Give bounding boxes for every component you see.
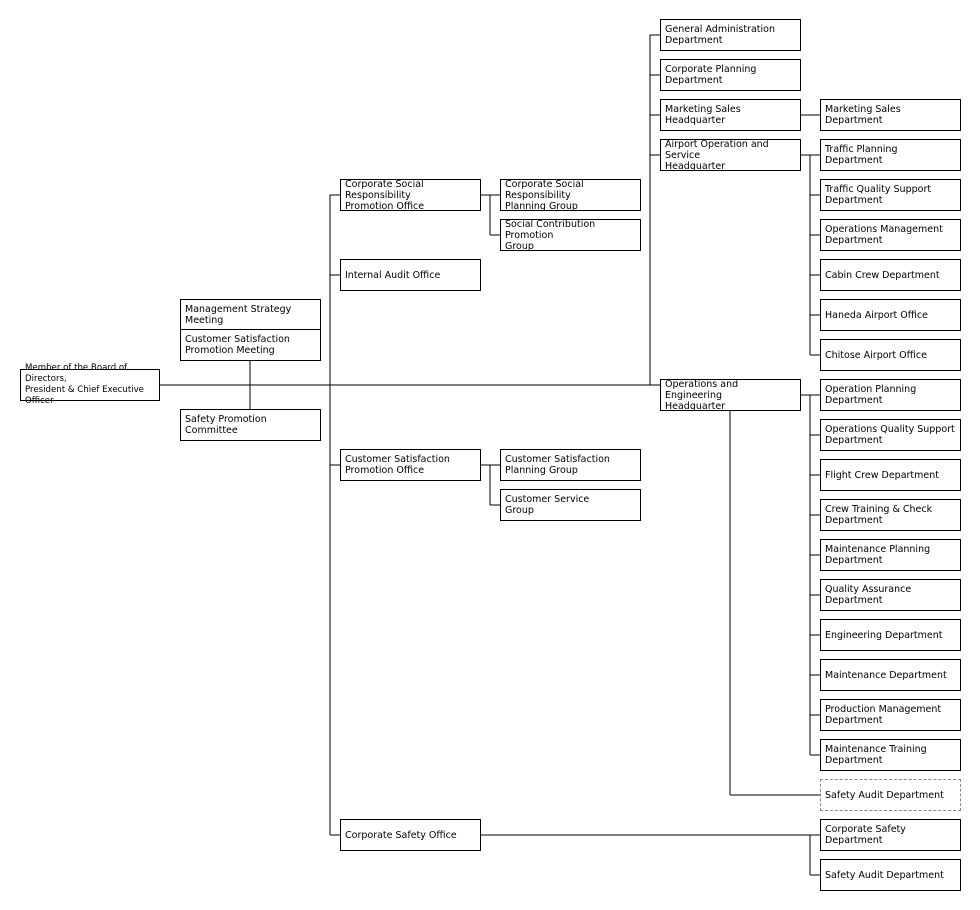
quality-assurance-box: Quality Assurance Department	[820, 579, 961, 611]
maintenance-box: Maintenance Department	[820, 659, 961, 691]
operations-management-box: Operations Management Department	[820, 219, 961, 251]
operations-engineering-hq-box: Operations and Engineering Headquarter	[660, 379, 801, 412]
chitose-airport-office-box: Chitose Airport Office	[820, 339, 961, 371]
engineering-box: Engineering Department	[820, 619, 961, 651]
cs-promotion-meeting-box: Customer Satisfaction Promotion Meeting	[180, 329, 321, 361]
cabin-crew-box: Cabin Crew Department	[820, 259, 961, 291]
safety-audit-department-box-ops: Safety Audit Department	[820, 779, 961, 811]
corporate-safety-office-box: Corporate Safety Office	[340, 819, 481, 851]
social-contribution-group-box: Social Contribution Promotion Group	[500, 219, 641, 252]
corporate-safety-department-box: Corporate Safety Department	[820, 819, 961, 851]
airport-operation-hq-box: Airport Operation and Service Headquarte…	[660, 139, 801, 172]
csr-planning-group-box: Corporate Social Responsibility Planning…	[500, 179, 641, 212]
operations-quality-support-box: Operations Quality Support Department	[820, 419, 961, 451]
maintenance-training-box: Maintenance Training Department	[820, 739, 961, 771]
ceo-box: Member of the Board of Directors, Presid…	[20, 363, 160, 406]
general-administration-box: General Administration Department	[660, 19, 801, 51]
traffic-planning-box: Traffic Planning Department	[820, 139, 961, 171]
management-strategy-meeting-box: Management Strategy Meeting	[180, 299, 321, 330]
marketing-sales-department-box: Marketing Sales Department	[820, 99, 961, 131]
safety-audit-department-box-corp: Safety Audit Department	[820, 859, 961, 891]
customer-service-group-box: Customer Service Group	[500, 489, 641, 521]
haneda-airport-office-box: Haneda Airport Office	[820, 299, 961, 331]
csr-promotion-office-box: Corporate Social Responsibility Promotio…	[340, 179, 481, 212]
safety-promotion-committee-box: Safety Promotion Committee	[180, 409, 321, 441]
corporate-planning-box: Corporate Planning Department	[660, 59, 801, 91]
crew-training-check-box: Crew Training & Check Department	[820, 499, 961, 531]
operation-planning-box: Operation Planning Department	[820, 379, 961, 411]
flight-crew-box: Flight Crew Department	[820, 459, 961, 491]
traffic-quality-support-box: Traffic Quality Support Department	[820, 179, 961, 211]
maintenance-planning-box: Maintenance Planning Department	[820, 539, 961, 571]
cs-planning-group-box: Customer Satisfaction Planning Group	[500, 449, 641, 481]
cs-promotion-office-box: Customer Satisfaction Promotion Office	[340, 449, 481, 481]
internal-audit-office-box: Internal Audit Office	[340, 259, 481, 291]
marketing-sales-hq-box: Marketing Sales Headquarter	[660, 99, 801, 131]
production-management-box: Production Management Department	[820, 699, 961, 731]
